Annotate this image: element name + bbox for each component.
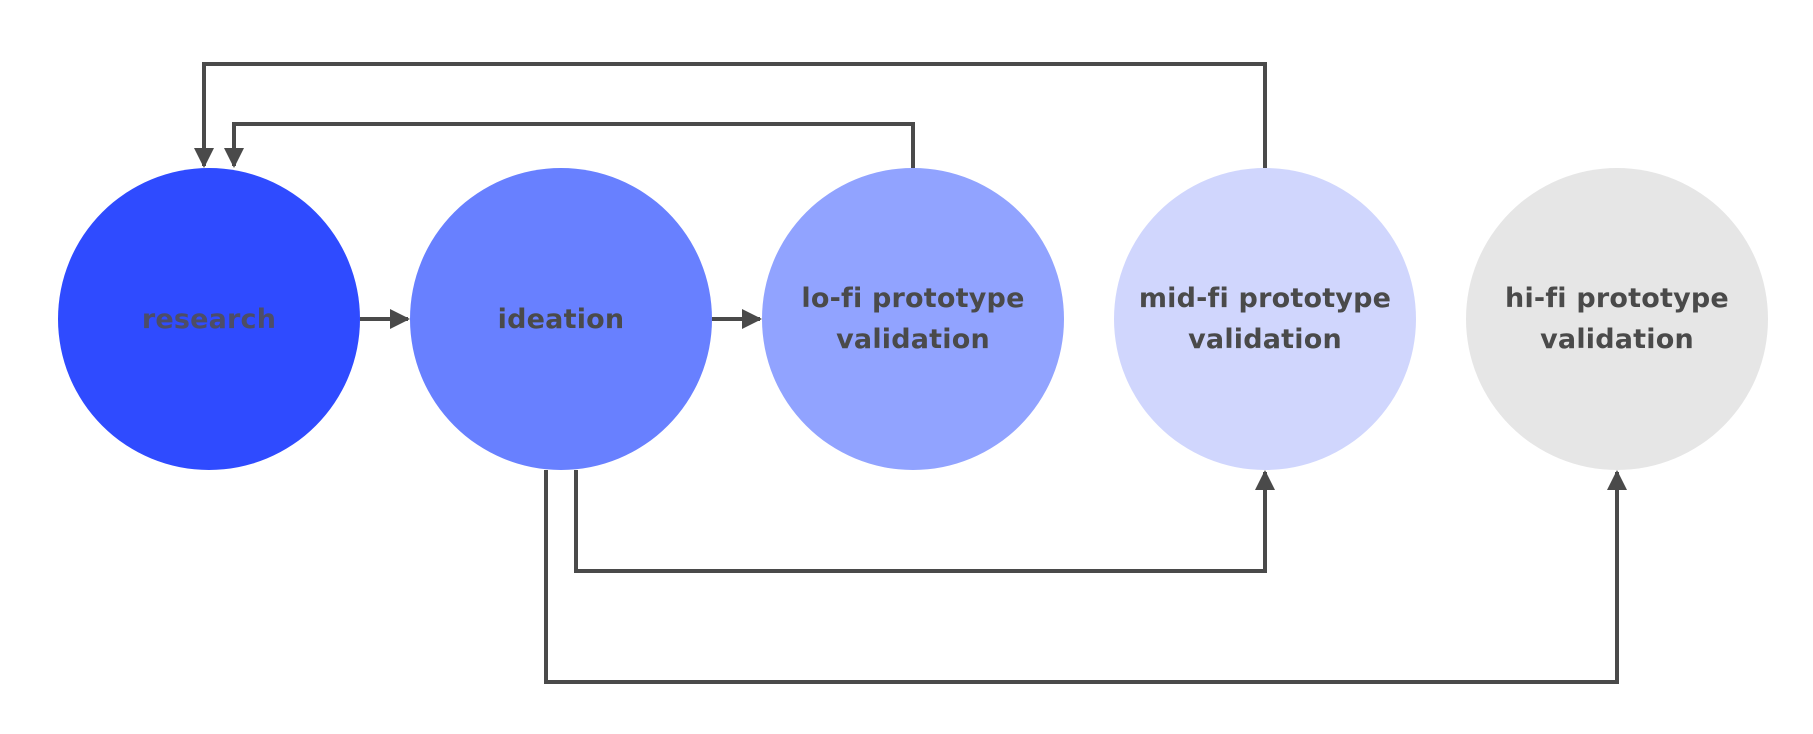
node-hifi-prototype-validation: hi-fi prototype validation (1466, 168, 1768, 470)
node-midfi-label: mid-fi prototype validation (1138, 283, 1392, 355)
connector-lofi-to-research (224, 122, 915, 168)
node-ideation: ideation (410, 168, 712, 470)
connector-ideation-to-hifi (544, 470, 1627, 684)
node-research-label: research (141, 303, 277, 335)
node-lofi-prototype-validation: lo-fi prototype validation (762, 168, 1064, 470)
connector-ideation-to-midfi (574, 470, 1275, 573)
node-ideation-label: ideation (497, 303, 625, 335)
connector-midfi-to-research (194, 62, 1267, 168)
node-midfi-prototype-validation: mid-fi prototype validation (1114, 168, 1416, 470)
node-lofi-label: lo-fi prototype validation (801, 283, 1025, 355)
node-research: research (58, 168, 360, 470)
node-hifi-label: hi-fi prototype validation (1505, 283, 1729, 355)
